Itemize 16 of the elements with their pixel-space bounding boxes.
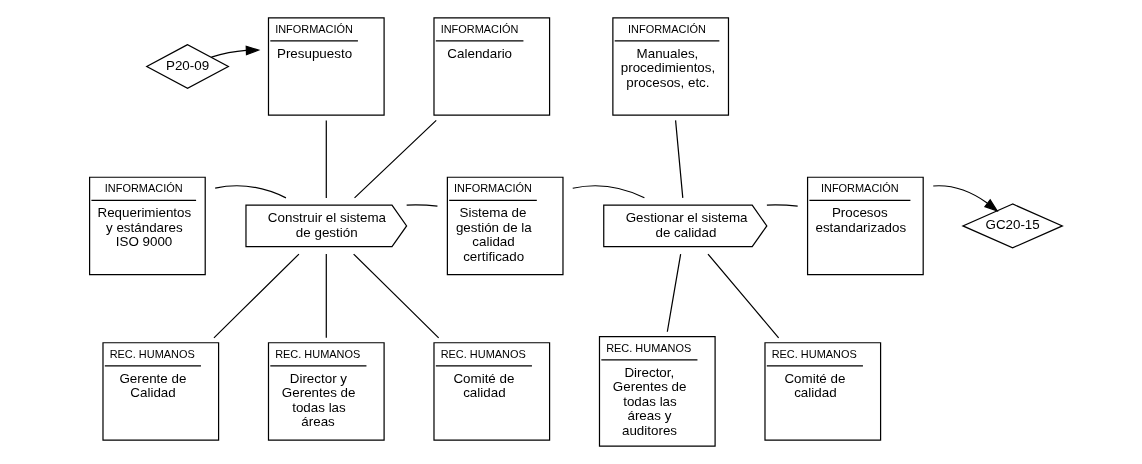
connector <box>766 204 799 207</box>
connector <box>572 185 645 199</box>
connector <box>406 204 439 207</box>
node-diamond: GC20-15 <box>961 203 1064 249</box>
arrow <box>210 45 261 58</box>
connector <box>325 253 327 339</box>
connector <box>214 185 287 199</box>
connector <box>666 253 682 333</box>
connector <box>353 119 437 199</box>
node-diamond: P20-09 <box>145 43 230 90</box>
connector <box>213 253 300 339</box>
connector <box>325 119 327 199</box>
arrow <box>932 185 999 212</box>
connector <box>353 253 440 339</box>
connector <box>707 253 780 339</box>
connector <box>674 119 684 199</box>
